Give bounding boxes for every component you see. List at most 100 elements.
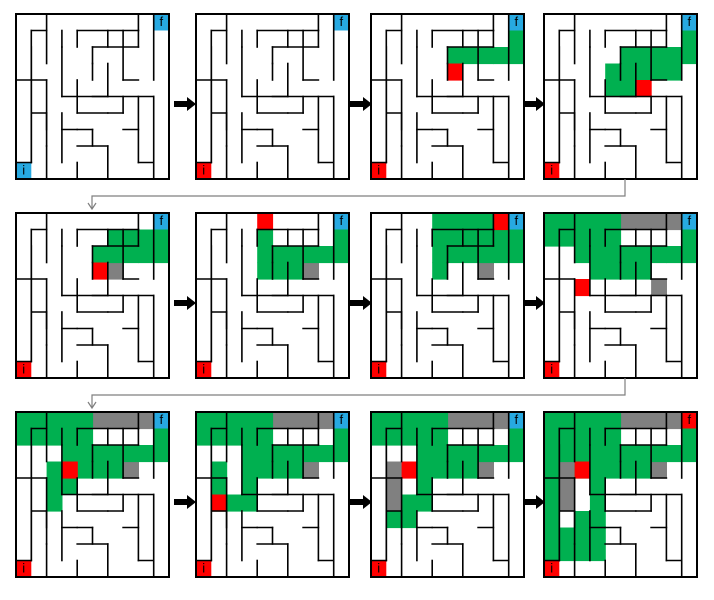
explored-path-cell <box>432 246 449 264</box>
start-marker <box>544 361 560 378</box>
finish-label: f <box>160 412 164 427</box>
explored-path-cell <box>666 246 683 264</box>
dead-end-cell <box>651 412 667 430</box>
explored-path-cell <box>605 428 622 446</box>
explored-path-cell <box>226 428 243 446</box>
dead-end-cell <box>318 412 335 430</box>
explored-path-cell <box>605 213 622 231</box>
step-arrow <box>174 296 196 310</box>
explored-path-cell <box>462 213 479 231</box>
wrap-connector <box>87 378 626 410</box>
current-position-cell <box>447 63 464 81</box>
explored-path-cell <box>544 428 560 446</box>
explored-path-cell <box>462 229 479 247</box>
maze-panel: if <box>543 212 698 379</box>
explored-path-cell <box>681 428 698 446</box>
explored-path-cell <box>371 412 387 430</box>
finish-marker <box>153 14 169 31</box>
explored-path-cell <box>559 445 576 463</box>
explored-path-cell <box>635 47 652 65</box>
step-arrow <box>350 296 372 310</box>
explored-path-cell <box>153 229 170 247</box>
finish-label: f <box>160 213 164 228</box>
finish-label: f <box>340 412 344 427</box>
explored-path-cell <box>77 428 94 446</box>
explored-path-cell <box>605 262 622 280</box>
explored-path-cell <box>272 246 289 264</box>
explored-path-cell <box>241 412 258 430</box>
maze-border <box>15 212 170 379</box>
current-position-cell <box>92 262 109 280</box>
finish-marker <box>681 14 697 31</box>
step-arrow <box>350 495 372 509</box>
explored-path-cell <box>620 47 637 65</box>
explored-path-cell <box>416 412 433 430</box>
maze-panel: if <box>543 411 698 578</box>
explored-path-cell <box>574 246 591 264</box>
explored-path-cell <box>241 428 258 446</box>
finish-label: f <box>340 14 344 29</box>
explored-path-cell <box>241 494 258 512</box>
explored-path-cell <box>508 246 525 264</box>
explored-path-cell <box>574 229 591 247</box>
finish-marker <box>508 213 524 230</box>
explored-path-cell <box>46 478 63 496</box>
dead-end-cell <box>272 412 289 430</box>
explored-path-cell <box>589 511 606 529</box>
explored-path-cell <box>559 527 576 545</box>
explored-path-cell <box>386 511 403 529</box>
explored-path-cell <box>544 494 560 512</box>
dead-end-cell <box>559 461 576 479</box>
explored-path-cell <box>559 428 576 446</box>
explored-path-cell <box>589 246 606 264</box>
explored-path-cell <box>508 229 525 247</box>
dead-end-cell <box>493 412 510 430</box>
explored-path-cell <box>589 428 606 446</box>
explored-path-cell <box>559 213 576 231</box>
explored-path-cell <box>92 246 109 264</box>
explored-path-cell <box>272 461 289 479</box>
dead-end-cell <box>620 213 637 231</box>
maze-panel: if <box>15 13 170 180</box>
explored-path-cell <box>416 428 433 446</box>
dead-end-cell <box>478 461 494 479</box>
start-label: i <box>377 361 380 376</box>
maze-panel: if <box>543 13 698 180</box>
maze-panel: if <box>15 212 170 379</box>
maze-walls <box>543 411 683 578</box>
maze-border <box>543 411 698 578</box>
explored-path-cell <box>651 47 667 65</box>
finish-marker <box>153 213 169 230</box>
explored-path-cell <box>211 478 228 496</box>
maze-panel: if <box>15 411 170 578</box>
explored-path-cell <box>61 412 78 430</box>
explored-path-cell <box>287 262 304 280</box>
maze-walls <box>195 212 335 379</box>
explored-path-cell <box>620 445 637 463</box>
explored-path-cell <box>681 246 698 264</box>
explored-path-cell <box>589 213 606 231</box>
explored-path-cell <box>447 246 464 264</box>
dead-end-cell <box>635 213 652 231</box>
explored-path-cell <box>681 47 698 65</box>
dead-end-cell <box>92 412 109 430</box>
explored-path-cell <box>589 412 606 430</box>
explored-path-cell <box>287 246 304 264</box>
explored-path-cell <box>605 246 622 264</box>
start-label: i <box>202 361 205 376</box>
explored-path-cell <box>432 262 449 280</box>
explored-path-cell <box>544 229 560 247</box>
explored-path-cell <box>272 262 289 280</box>
dead-end-cell <box>303 461 319 479</box>
finish-label: f <box>688 14 692 29</box>
explored-path-cell <box>196 412 212 430</box>
explored-path-cell <box>371 428 387 446</box>
explored-path-cell <box>257 461 274 479</box>
start-label: i <box>22 560 25 575</box>
explored-path-cell <box>681 229 698 247</box>
start-label: i <box>22 162 25 177</box>
explored-path-cell <box>635 445 652 463</box>
explored-path-cell <box>333 445 350 463</box>
finish-label: f <box>515 14 519 29</box>
start-marker <box>371 560 387 577</box>
